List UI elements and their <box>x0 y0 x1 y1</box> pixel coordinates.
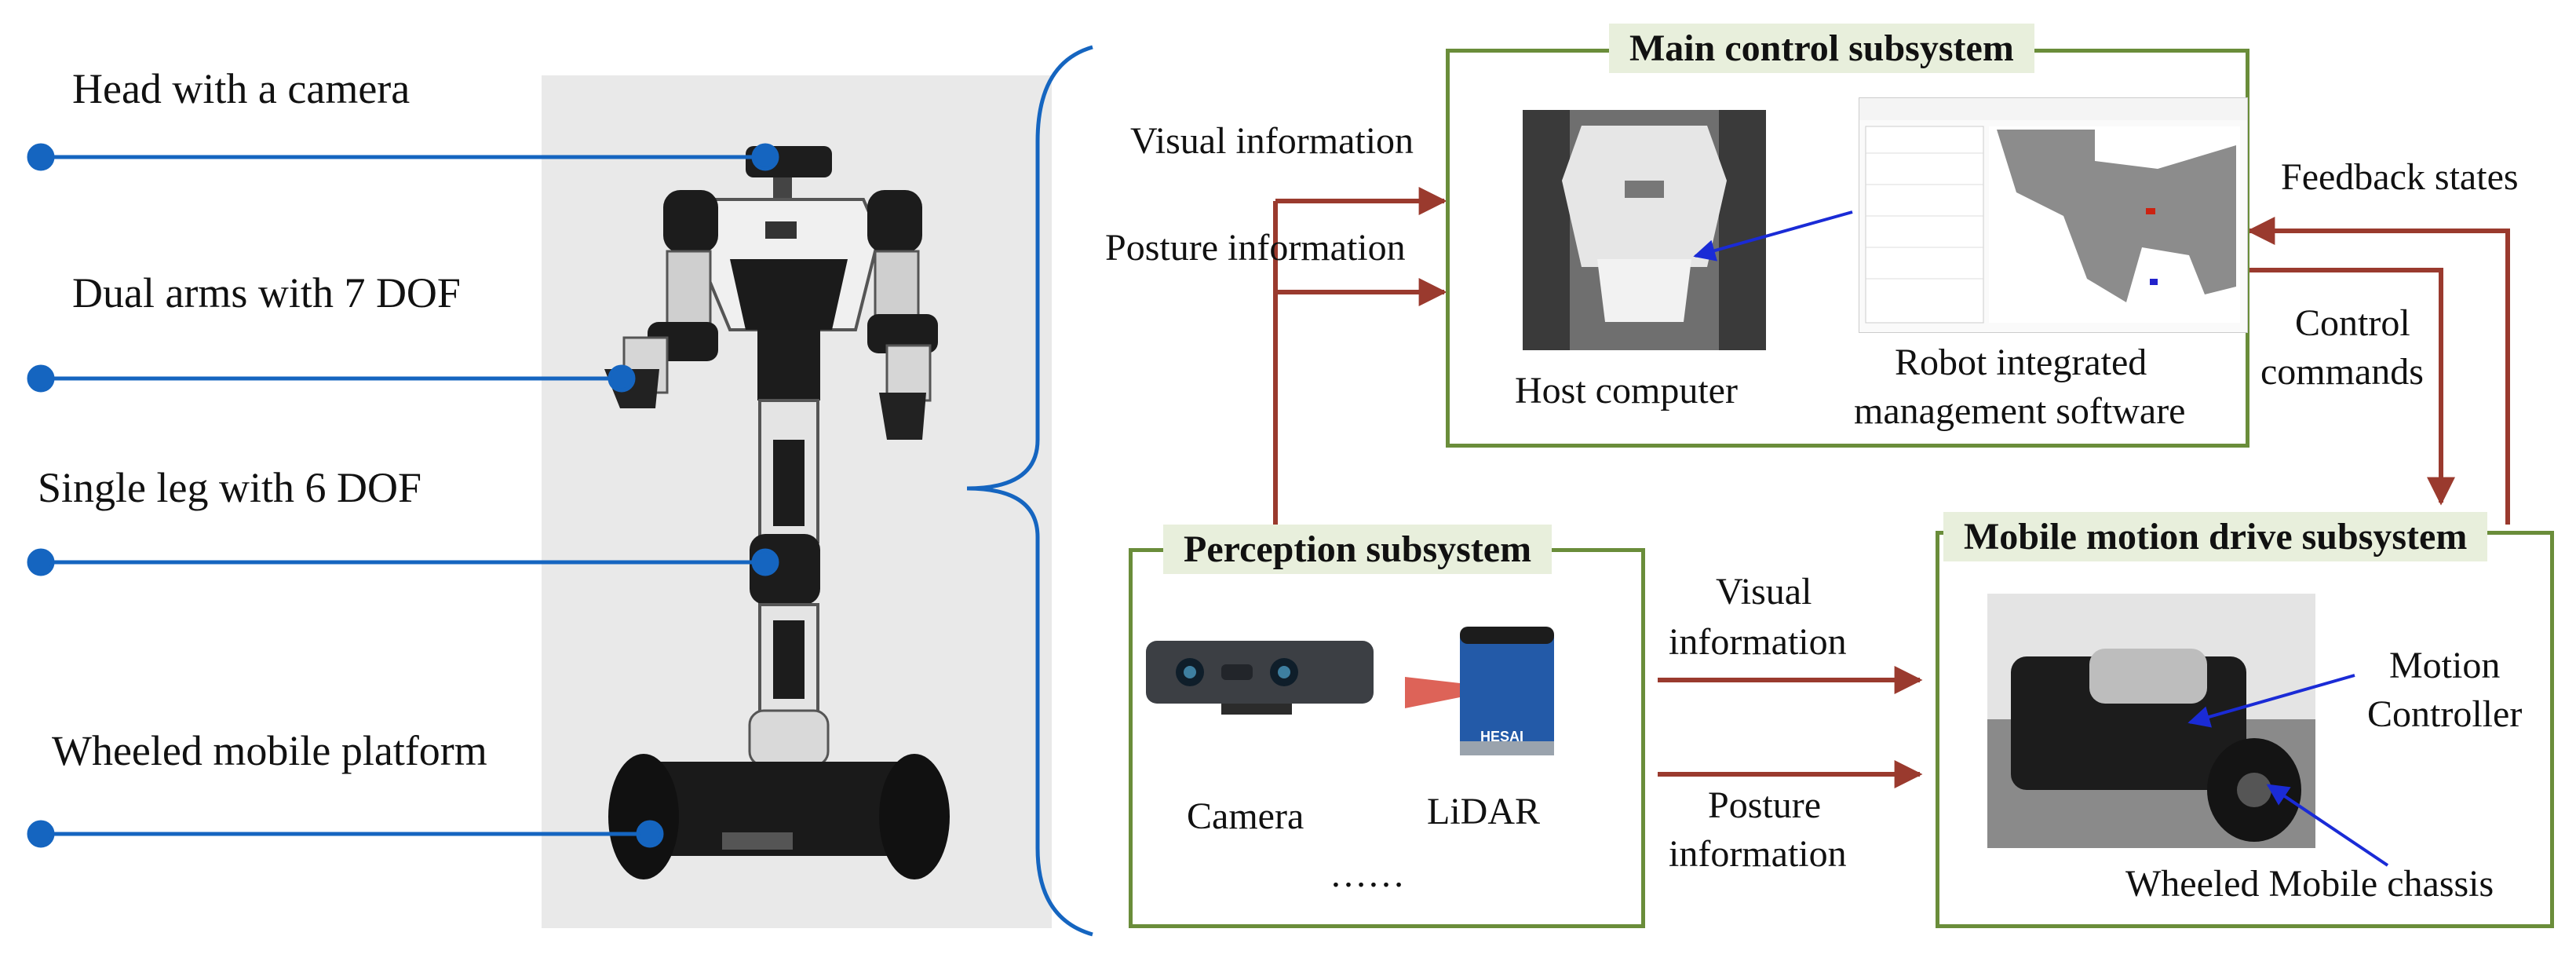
motion-label-line2: Controller <box>2367 693 2523 735</box>
host-computer-image <box>1523 110 1766 350</box>
lidar-image <box>1405 622 1585 763</box>
main-control-title: Main control subsystem <box>1609 24 2034 73</box>
flow-feedback-states: Feedback states <box>2281 156 2519 198</box>
software-label-line2: management software <box>1854 390 2186 432</box>
lidar-brand: HESAI <box>1480 729 1524 744</box>
label-head: Head with a camera <box>72 65 410 112</box>
chassis-pointer <box>2266 784 2389 867</box>
right-shoulder <box>867 190 922 253</box>
left-shoulder <box>663 190 718 253</box>
flow-posture-line1: Posture <box>1708 784 1821 826</box>
label-arms: Dual arms with 7 DOF <box>72 269 461 316</box>
flow-visual-line1: Visual <box>1716 571 1812 612</box>
left-wheel <box>608 754 679 879</box>
flow-posture-information: Posture information <box>1105 227 1406 269</box>
label-platform: Wheeled mobile platform <box>52 727 487 774</box>
mobile-base <box>620 762 942 856</box>
chassis-photo <box>1987 594 2315 848</box>
mobile-drive-title: Mobile motion drive subsystem <box>1943 512 2488 561</box>
label-leg: Single leg with 6 DOF <box>38 464 422 511</box>
grouping-brace <box>966 45 1093 937</box>
perception-ellipsis: …… <box>1330 854 1405 895</box>
head-neck <box>773 177 792 199</box>
depth-camera-image <box>1143 638 1378 724</box>
leader-lines <box>27 143 779 848</box>
flow-control-line2: commands <box>2260 351 2424 393</box>
camera-label: Camera <box>1187 795 1304 837</box>
lidar-label: LiDAR <box>1427 791 1540 832</box>
management-software-screenshot <box>1859 97 2248 333</box>
flow-posture-line2: information <box>1669 833 1847 875</box>
right-wheel <box>879 754 950 879</box>
motion-label-line1: Motion <box>2389 645 2501 686</box>
software-to-host-arrow <box>1693 210 1853 261</box>
motion-controller-pointer <box>2187 674 2355 728</box>
flow-visual-information: Visual information <box>1130 120 1414 162</box>
perception-box <box>1129 548 1645 928</box>
perception-title: Perception subsystem <box>1163 525 1553 574</box>
arrow-feedback <box>2246 217 2510 525</box>
chassis-label: Wheeled Mobile chassis <box>2125 863 2494 905</box>
arrow-control <box>2249 268 2455 506</box>
host-computer-label: Host computer <box>1515 370 1738 411</box>
flow-visual-line2: information <box>1669 621 1847 663</box>
software-label-line1: Robot integrated <box>1895 342 2147 383</box>
flow-control-line1: Control <box>2295 302 2410 344</box>
